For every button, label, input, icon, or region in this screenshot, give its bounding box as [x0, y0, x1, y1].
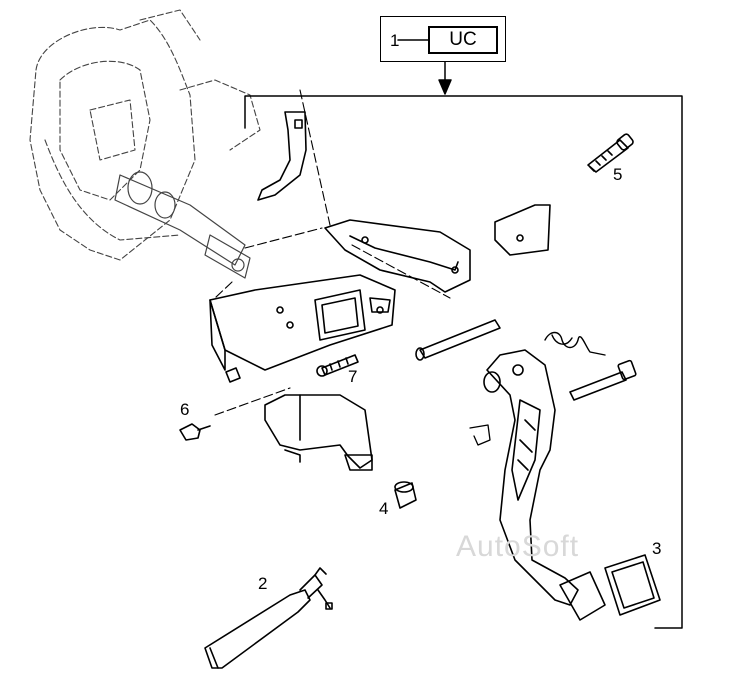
upper-bracket-arm-icon	[257, 111, 307, 201]
bolt-icon	[587, 133, 634, 173]
pedal-box-icon	[209, 274, 396, 371]
nut-icon	[179, 423, 211, 441]
callout-7: 7	[348, 367, 358, 386]
group-number-callout: 1	[390, 31, 400, 50]
group-code-label: UC	[428, 26, 498, 54]
pedal-pad-attached-icon	[559, 571, 606, 621]
small-nut-icon	[225, 367, 241, 383]
return-spring-icon	[544, 331, 606, 356]
firewall-background-icon	[29, 9, 261, 261]
clip-icon	[469, 424, 491, 446]
pedal-arm-icon	[483, 349, 579, 606]
bump-stop-icon	[394, 481, 417, 509]
assembly-lines-icon	[214, 89, 451, 416]
pivot-rod-icon	[415, 319, 501, 361]
watermark: AutoSoft	[456, 530, 580, 563]
lower-bracket-icon	[264, 394, 373, 471]
group-bracket-icon	[244, 39, 683, 629]
group-reference-box	[380, 16, 506, 62]
callout-4: 4	[379, 499, 389, 518]
long-bolt-icon	[569, 359, 637, 401]
bracket-plate-icon	[324, 219, 471, 293]
callout-6: 6	[180, 400, 190, 419]
callout-3: 3	[652, 539, 662, 558]
master-cylinder-background-icon	[114, 171, 251, 279]
small-bracket-icon	[494, 204, 551, 256]
callout-2: 2	[258, 574, 268, 593]
screw-icon	[316, 354, 359, 377]
stop-lamp-switch-icon	[204, 567, 333, 669]
pedal-pad-icon	[604, 554, 661, 616]
callout-5: 5	[613, 165, 623, 184]
